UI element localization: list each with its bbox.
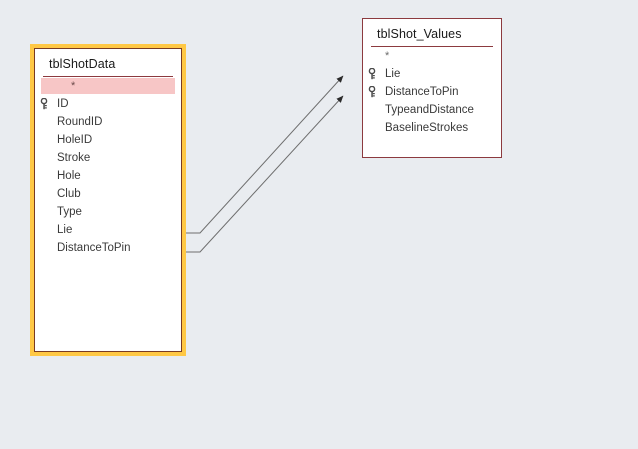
field-label-holeid: HoleID <box>57 134 93 146</box>
field-row-baselinestrokes[interactable]: BaselineStrokes <box>363 119 501 137</box>
field-list-tblshot-values: * Lie <box>363 47 501 137</box>
field-row-distancetopin[interactable]: DistanceToPin <box>35 239 181 257</box>
relationship-line-distancetopin[interactable] <box>180 95 344 255</box>
field-label-id: ID <box>57 98 69 110</box>
primary-key-icon <box>363 86 381 98</box>
field-row-lie[interactable]: Lie <box>363 65 501 83</box>
field-row-hole[interactable]: Hole <box>35 167 181 185</box>
table-box-tblshotdata[interactable]: tblShotData * ID <box>30 44 186 356</box>
field-label-distancetopin: DistanceToPin <box>57 242 131 254</box>
relationship-line-lie[interactable] <box>180 75 344 236</box>
field-list-tblshotdata: * ID RoundID <box>35 78 181 257</box>
field-label-distancetopin: DistanceToPin <box>385 86 459 98</box>
field-row-roundid[interactable]: RoundID <box>35 113 181 131</box>
field-label-star: * <box>71 80 76 92</box>
field-row-club[interactable]: Club <box>35 185 181 203</box>
primary-key-icon <box>363 68 381 80</box>
field-row-id[interactable]: ID <box>35 95 181 113</box>
field-row-holeid[interactable]: HoleID <box>35 131 181 149</box>
table-title-tblshotdata: tblShotData <box>49 57 116 71</box>
field-label-hole: Hole <box>57 170 81 182</box>
table-title-tblshot-values: tblShot_Values <box>377 27 462 41</box>
field-label-typeanddistance: TypeandDistance <box>385 104 474 116</box>
table-box-tblshot-values[interactable]: tblShot_Values * <box>362 18 502 158</box>
field-label-lie: Lie <box>57 224 73 236</box>
field-label-roundid: RoundID <box>57 116 103 128</box>
table-inner-tblshot-values: tblShot_Values * <box>363 19 501 157</box>
field-row-stroke[interactable]: Stroke <box>35 149 181 167</box>
field-label-baselinestrokes: BaselineStrokes <box>385 122 469 134</box>
field-row-typeanddistance[interactable]: TypeandDistance <box>363 101 501 119</box>
field-label-club: Club <box>57 188 81 200</box>
field-row-star[interactable]: * <box>41 78 175 94</box>
field-label-star: * <box>385 50 390 62</box>
table-inner-tblshotdata: tblShotData * ID <box>34 48 182 352</box>
primary-key-icon <box>35 98 53 110</box>
field-row-type[interactable]: Type <box>35 203 181 221</box>
table-title-separator <box>43 76 173 77</box>
table-title-separator <box>371 46 493 47</box>
field-row-star[interactable]: * <box>363 47 501 65</box>
field-label-type: Type <box>57 206 82 218</box>
field-row-lie[interactable]: Lie <box>35 221 181 239</box>
field-label-stroke: Stroke <box>57 152 91 164</box>
field-row-distancetopin[interactable]: DistanceToPin <box>363 83 501 101</box>
field-label-lie: Lie <box>385 68 401 80</box>
